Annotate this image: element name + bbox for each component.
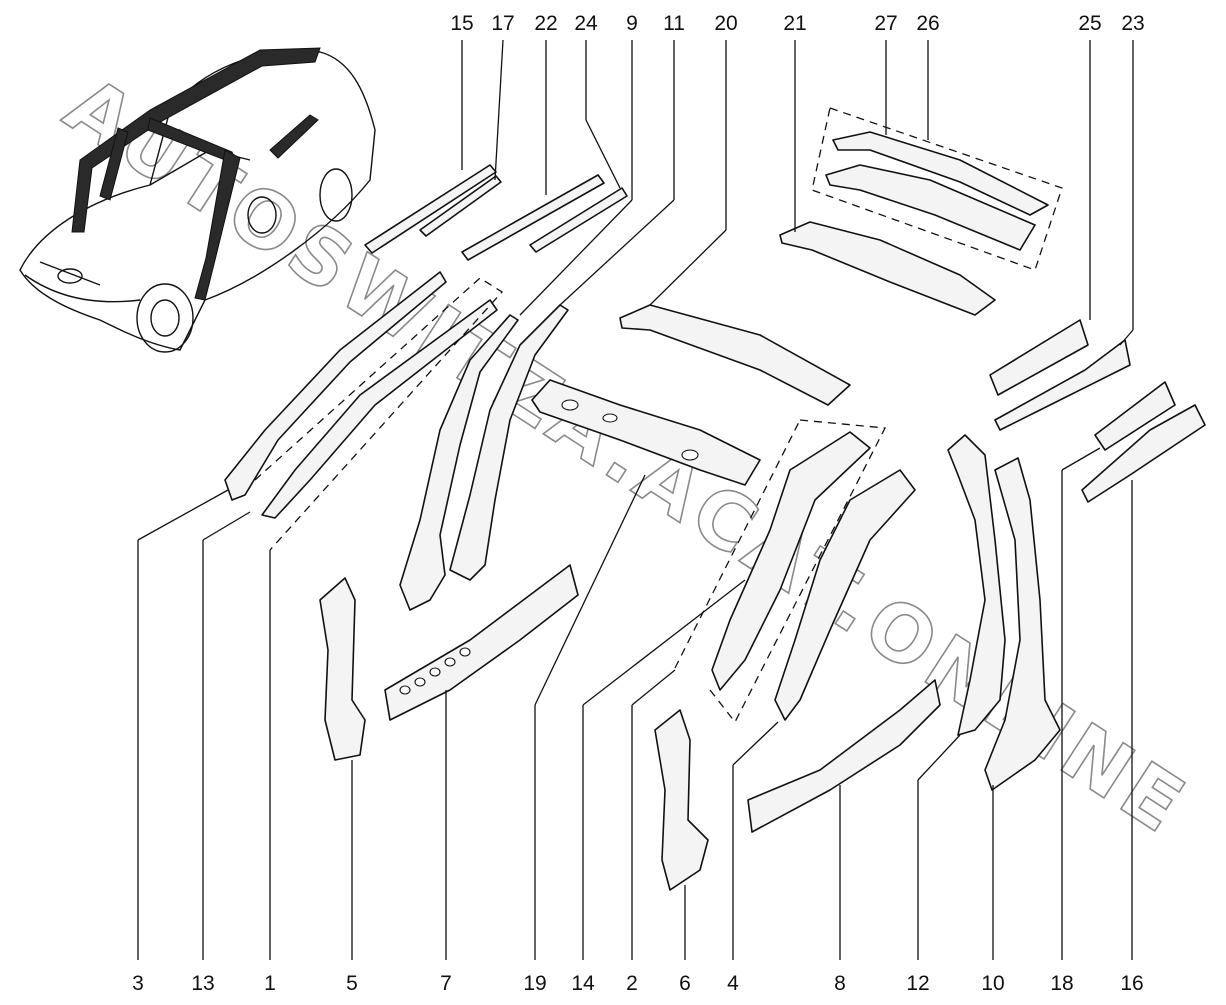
callout-17: 17 (491, 12, 514, 35)
callout-labels-bottom: 3 13 1 5 7 19 14 2 6 4 8 12 10 18 16 (132, 972, 1144, 995)
callout-25: 25 (1078, 12, 1101, 35)
parts-a-pillar-upper (224, 271, 498, 519)
callout-18: 18 (1050, 972, 1073, 995)
group-outline-middle (674, 419, 887, 724)
parts-c-pillar (947, 434, 1061, 791)
callout-5: 5 (346, 972, 358, 995)
part-sill-right (747, 679, 941, 833)
callout-26: 26 (916, 12, 939, 35)
parts-small-right (989, 319, 1206, 503)
callout-13: 13 (191, 972, 214, 995)
callout-4: 4 (727, 972, 739, 995)
callout-11: 11 (663, 12, 685, 35)
parts-roof-panels (779, 131, 1049, 316)
callout-10: 10 (981, 972, 1004, 995)
callout-7: 7 (440, 972, 452, 995)
callout-3: 3 (132, 972, 144, 995)
callout-27: 27 (874, 12, 897, 35)
callout-24: 24 (574, 12, 598, 35)
callout-15: 15 (450, 12, 473, 35)
cross-member-front (531, 379, 761, 486)
callout-14: 14 (571, 972, 595, 995)
car-overview-illustration (19, 47, 376, 353)
callout-6: 6 (679, 972, 691, 995)
callout-23: 23 (1121, 12, 1144, 35)
part-6 (654, 709, 709, 891)
callout-9: 9 (626, 12, 638, 35)
callout-22: 22 (534, 12, 557, 35)
callout-19: 19 (523, 972, 546, 995)
part-5 (319, 577, 366, 761)
callout-2: 2 (626, 972, 638, 995)
callout-16: 16 (1120, 972, 1143, 995)
callout-20: 20 (714, 12, 737, 35)
part-sill-left (384, 564, 579, 721)
group-outline-left (254, 277, 503, 551)
callout-21: 21 (783, 12, 806, 35)
cross-member (619, 304, 851, 406)
leader-lines (137, 39, 1134, 960)
parts-b-pillar-inner (711, 431, 916, 721)
callout-1: 1 (264, 972, 276, 995)
callout-8: 8 (834, 972, 846, 995)
callout-12: 12 (906, 972, 929, 995)
parts-a-pillar-lower (399, 304, 569, 611)
callout-labels-top: 15 17 22 24 9 11 20 21 27 26 25 23 (450, 12, 1144, 35)
